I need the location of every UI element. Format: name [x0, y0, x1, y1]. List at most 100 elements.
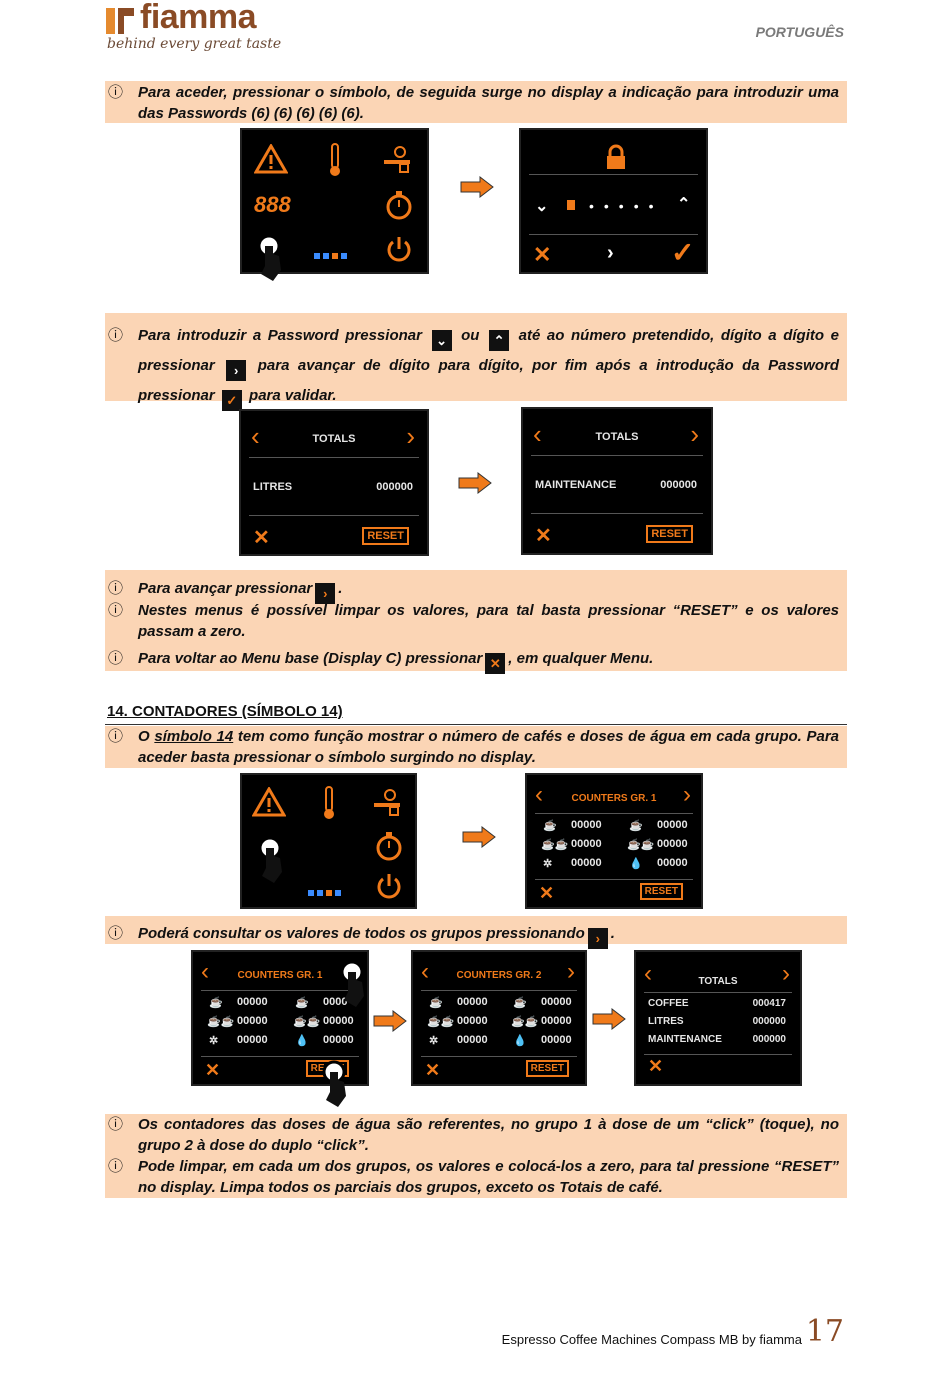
- totals-label: MAINTENANCE: [648, 1034, 722, 1045]
- info-text: ou: [461, 327, 480, 344]
- arrow-right-icon: [458, 472, 492, 494]
- screen-totals-litres: ‹ TOTALS › LITRES 000000 ✕ RESET: [239, 409, 429, 556]
- chevron-left-icon: ‹: [201, 958, 209, 985]
- totals-label: COFFEE: [648, 998, 689, 1009]
- close-icon: ✕: [253, 527, 270, 549]
- info-icon: ⓘ: [108, 1158, 124, 1175]
- totals-value: 000000: [752, 1016, 786, 1027]
- water-drops-icon: 💧: [513, 1035, 527, 1047]
- info-text: para avançar de dígito para dígito, por …: [138, 357, 840, 404]
- reset-button: RESET: [362, 527, 409, 545]
- symbol-link: símbolo 14: [154, 728, 234, 745]
- counter-value: 00000: [541, 996, 572, 1008]
- double-cup-icon: ☕☕: [511, 1016, 539, 1028]
- warning-icon: [252, 787, 286, 817]
- chevron-up-icon: ⌃: [489, 330, 510, 351]
- info-row: ⓘ Os contadores das doses de água são re…: [105, 1114, 839, 1156]
- chevron-right-icon: ›: [607, 242, 614, 264]
- pointing-hand-icon: [322, 1060, 346, 1107]
- info-text: tem como função mostrar o número de café…: [138, 728, 840, 766]
- info-text: Pode limpar, em cada um dos grupos, os v…: [138, 1158, 839, 1196]
- counter-value: 00000: [237, 1034, 268, 1046]
- section-title: 14. CONTADORES (SÍMBOLO 14): [107, 703, 343, 720]
- chevron-right-icon: ›: [315, 583, 336, 604]
- steam-wand-icon: [374, 789, 400, 816]
- screen-totals-summary: ‹ TOTALS › COFFEE 000417 LITRES 000000 M…: [634, 950, 802, 1086]
- info-row: ⓘ Para introduzir a Password pressionar …: [105, 321, 839, 411]
- counter-value: 00000: [571, 857, 602, 869]
- chevron-right-icon: ›: [683, 781, 691, 808]
- info-text: até ao número pretendido, dígito a dígit…: [138, 327, 839, 374]
- warning-icon: [254, 144, 288, 174]
- screen-title: TOTALS: [312, 433, 356, 445]
- arrow-right-icon: [460, 176, 494, 198]
- counter-value: 00000: [457, 996, 488, 1008]
- check-icon: ✓: [671, 237, 695, 268]
- chevron-left-icon: ‹: [535, 781, 543, 808]
- totals-value: 000000: [752, 1034, 786, 1045]
- info-box-all-groups: ⓘ Poderá consultar os valores de todos o…: [105, 916, 847, 949]
- info-row: ⓘ O símbolo 14 tem como função mostrar o…: [105, 726, 839, 768]
- pointing-hand-icon: [340, 960, 364, 1007]
- info-icon: ⓘ: [108, 327, 124, 344]
- info-box-password: ⓘ Para introduzir a Password pressionar …: [105, 313, 847, 411]
- arrow-right-icon: [462, 826, 496, 848]
- status-dots: [308, 883, 341, 901]
- status-dots: [314, 246, 347, 264]
- pointing-hand-icon: [257, 234, 281, 281]
- password-dots: •••••: [589, 198, 664, 214]
- info-text: Poderá consultar os valores de todos os …: [138, 925, 585, 942]
- info-icon: ⓘ: [108, 728, 124, 745]
- counter-value: 00000: [541, 1034, 572, 1046]
- steam-icon: ✲: [429, 1035, 439, 1047]
- chevron-right-icon: ›: [782, 960, 790, 987]
- cup-icon: ☕: [543, 820, 557, 832]
- screen-totals-maintenance: ‹ TOTALS › MAINTENANCE 000000 ✕ RESET: [521, 407, 713, 555]
- cup-icon: ☕: [295, 997, 309, 1009]
- chevron-left-icon: ‹: [533, 419, 542, 449]
- info-icon: ⓘ: [108, 1116, 124, 1133]
- chevron-left-icon: ‹: [421, 958, 429, 985]
- pointing-hand-icon: [258, 836, 282, 883]
- close-icon: ✕: [485, 653, 506, 674]
- chevron-down-icon: ⌄: [535, 198, 549, 215]
- double-cup-icon: ☕☕: [427, 1016, 455, 1028]
- info-box-counters: ⓘ O símbolo 14 tem como função mostrar o…: [105, 726, 847, 768]
- counter-value: 00000: [657, 838, 688, 850]
- counter-value: 00000: [237, 996, 268, 1008]
- counter-value: 00000: [657, 819, 688, 831]
- steam-icon: ✲: [543, 858, 553, 870]
- arrow-right-icon: [592, 1008, 626, 1030]
- info-text: Nestes menus é possível limpar os valore…: [138, 602, 839, 640]
- chevron-right-icon: ›: [226, 360, 247, 381]
- double-cup-icon: ☕☕: [541, 839, 569, 851]
- screen-title: TOTALS: [595, 431, 639, 443]
- brand-tagline: behind every great taste: [107, 36, 282, 52]
- info-icon: ⓘ: [108, 84, 124, 101]
- info-row: ⓘ Para voltar ao Menu base (Display C) p…: [105, 648, 839, 674]
- arrow-right-icon: [373, 1010, 407, 1032]
- screen-counters-gr2: ‹ COUNTERS GR. 2 › ☕ 00000 ☕ 00000 ☕☕ 00…: [411, 950, 587, 1086]
- screen-title: COUNTERS GR. 1: [571, 793, 657, 804]
- info-box-navigation: ⓘ Para avançar pressionar›. ⓘ Nestes men…: [105, 570, 847, 674]
- totals-label: LITRES: [648, 1016, 684, 1027]
- info-icon: ⓘ: [108, 602, 124, 619]
- info-box-notes: ⓘ Os contadores das doses de água são re…: [105, 1114, 847, 1198]
- timer-icon: [386, 191, 412, 220]
- thermometer-icon: [324, 786, 334, 819]
- screen-counters-gr1: ‹ COUNTERS GR. 1 › ☕ 00000 ☕ 00000 ☕☕ 00…: [525, 773, 703, 909]
- cup-icon: ☕: [429, 997, 443, 1009]
- steam-icon: ✲: [209, 1035, 219, 1047]
- reset-button: RESET: [646, 525, 693, 543]
- info-row: ⓘ Poderá consultar os valores de todos o…: [105, 923, 839, 949]
- totals-label: LITRES: [253, 481, 293, 493]
- fiamma-logo-mark-icon: [106, 8, 134, 34]
- counter-value: 00000: [541, 1015, 572, 1027]
- check-icon: ✓: [221, 390, 242, 411]
- info-icon: ⓘ: [108, 580, 124, 597]
- totals-value: 000000: [376, 481, 413, 493]
- footer-text: Espresso Coffee Machines Compass MB by f…: [501, 1332, 802, 1347]
- power-icon: [377, 874, 401, 899]
- water-drops-icon: 💧: [295, 1035, 309, 1047]
- info-text: Os contadores das doses de água são refe…: [138, 1116, 839, 1154]
